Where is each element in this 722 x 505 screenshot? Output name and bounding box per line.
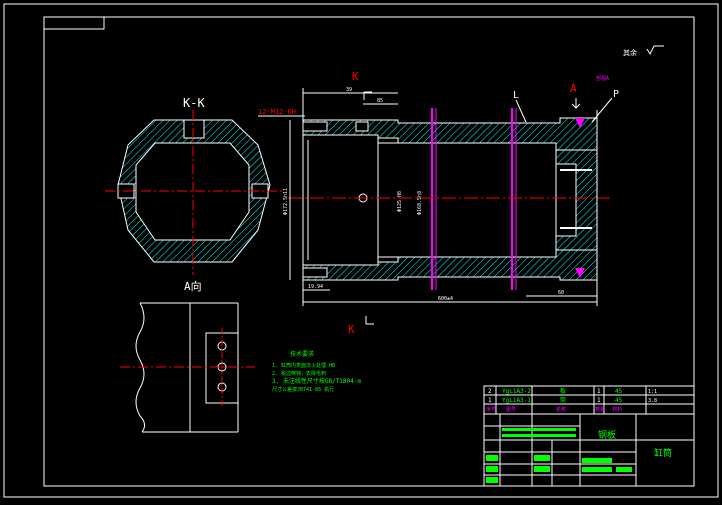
roughness-symbol xyxy=(646,45,664,56)
outer-border xyxy=(3,3,719,498)
part-1-no: 1 xyxy=(488,397,492,404)
dim-bottom-small: 19.94 xyxy=(308,284,323,290)
note-line-3: 3. 未注线性尺寸按GB/T1804-m xyxy=(272,377,361,385)
part-2-qty: 1 xyxy=(597,388,601,395)
leader-p-line xyxy=(591,97,613,123)
tb-fill-7 xyxy=(582,467,612,472)
tb-fill-9 xyxy=(502,428,576,431)
main-bottom-wall xyxy=(302,249,598,281)
roughness-note: 其余 xyxy=(623,48,637,57)
main-section xyxy=(288,108,612,290)
note-line-4: 尺寸公差按JB741-86 执行 xyxy=(272,386,334,393)
cut-k-bottom: K xyxy=(348,323,355,336)
notes-title: 技术要求 xyxy=(290,350,314,358)
dim-total-length: 600±4 xyxy=(438,296,453,302)
tb-fill-1 xyxy=(486,455,498,461)
part-2-name: 板 xyxy=(560,387,566,395)
arrow-a-mark xyxy=(571,98,581,109)
header-name: 名称 xyxy=(556,406,566,413)
thread-hole-top-2 xyxy=(355,121,369,132)
header-code: 图号 xyxy=(506,407,516,413)
note-line-2: 2. 锐边倒钝，去除毛刺 xyxy=(272,370,326,377)
title-block-fills xyxy=(486,428,632,483)
header-no: 序号 xyxy=(486,406,496,413)
arrow-a-label: A xyxy=(570,82,577,95)
part-1-qty: 1 xyxy=(597,397,601,404)
section-label: K-K xyxy=(183,96,205,110)
weight-value: 3.8 xyxy=(648,398,657,404)
dim-top-2: 85 xyxy=(377,98,383,104)
dimensions: 12-M12-6H 39 85 Φ172.5h11 Φ125 H8 Φ168.5… xyxy=(258,87,598,306)
part-2-no: 2 xyxy=(488,388,492,395)
leader-p-label: P xyxy=(613,89,619,100)
dim-inner-1: Φ125 H8 xyxy=(397,191,403,212)
tb-fill-5 xyxy=(534,466,550,472)
technical-notes: 技术要求 1. 缸筒内表面淬火处理 HB 2. 锐边倒钝，去除毛刺 3. 未注线… xyxy=(272,350,361,393)
leader-small-label: 剖视A xyxy=(596,75,609,82)
drawing-number-box xyxy=(43,16,105,30)
view-a-break-line xyxy=(135,302,146,433)
header-material: 材料 xyxy=(612,406,622,413)
view-a-label: A向 xyxy=(184,279,202,293)
end-arrow-bottom xyxy=(575,268,585,278)
tb-fill-3 xyxy=(486,477,498,483)
tb-material: 钢板 xyxy=(598,429,616,441)
thread-hole-bottom xyxy=(302,267,328,278)
tb-drawing-name: 缸筒 xyxy=(654,447,672,459)
tb-fill-4 xyxy=(534,455,550,461)
title-block xyxy=(483,385,695,487)
leader-l-label: L xyxy=(513,90,519,101)
title-block-text: 2 YgL1A3-2 板 1 45 1 YgL1A3-1 筒 1 45 序号 图… xyxy=(486,387,672,459)
title-block-frame xyxy=(483,385,695,487)
main-top-wall xyxy=(302,117,598,151)
tb-fill-8 xyxy=(616,467,632,472)
part-1-name: 筒 xyxy=(560,396,566,404)
thread-callout: 12-M12-6H xyxy=(258,108,296,116)
dim-top-1: 39 xyxy=(346,87,352,93)
section-pin-top xyxy=(183,119,205,139)
section-k-k xyxy=(105,110,283,275)
part-1-material: 45 xyxy=(615,397,623,404)
scale-value: 1:1 xyxy=(648,389,657,395)
tb-fill-10 xyxy=(502,434,576,437)
note-line-1: 1. 缸筒内表面淬火处理 HB xyxy=(272,362,335,369)
dim-right: 60 xyxy=(558,290,564,296)
part-1-code: YgL1A3-1 xyxy=(502,397,531,404)
thread-hole-top xyxy=(302,121,328,132)
view-a xyxy=(120,302,255,433)
main-end-cap xyxy=(555,149,598,251)
dim-inner-2: Φ168.5h8 xyxy=(417,191,423,215)
cut-k-top: K xyxy=(352,70,359,83)
end-arrow-top xyxy=(575,118,585,128)
cut-k-bottom-mark xyxy=(365,316,374,325)
dim-outer-dia: Φ172.5h11 xyxy=(283,188,289,215)
part-2-code: YgL1A3-2 xyxy=(502,388,531,395)
header-qty: 数量 xyxy=(595,406,605,413)
leader-l-line xyxy=(515,99,527,123)
part-2-material: 45 xyxy=(615,388,623,395)
tb-fill-2 xyxy=(486,466,498,472)
tb-fill-6 xyxy=(582,458,612,463)
inner-frame xyxy=(43,16,695,487)
